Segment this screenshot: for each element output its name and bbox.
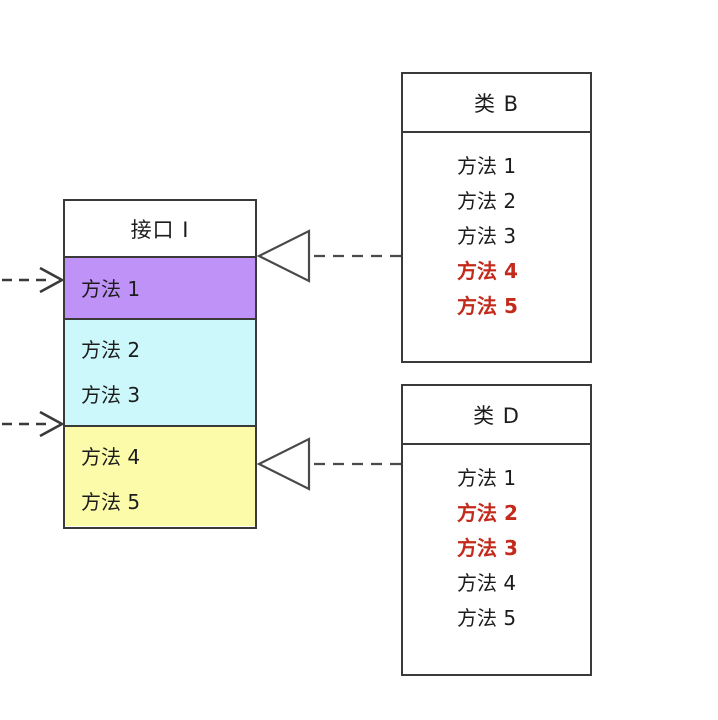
class-method: 方法 1 — [457, 466, 517, 490]
interface-section-yellow[interactable]: 方法 4 方法 5 — [65, 427, 255, 526]
class-box-d[interactable]: 类 D 方法 1 方法 2 方法 3 方法 4 方法 5 — [401, 384, 592, 676]
class-method: 方法 4 — [457, 571, 517, 595]
hollow-triangle-icon — [256, 437, 311, 491]
class-method: 方法 5 — [457, 606, 517, 630]
interface-section-purple[interactable]: 方法 1 — [65, 258, 255, 320]
class-method-highlighted: 方法 4 — [457, 259, 518, 283]
class-method-highlighted: 方法 3 — [457, 536, 518, 560]
realization-arrow-class-d — [256, 437, 401, 491]
class-method-highlighted: 方法 5 — [457, 294, 518, 318]
interface-box[interactable]: 接口 I 方法 1 方法 2 方法 3 方法 4 方法 5 — [63, 199, 257, 529]
class-method: 方法 2 — [457, 189, 517, 213]
class-name-b: 类 B — [403, 74, 590, 133]
interface-method: 方法 1 — [81, 277, 141, 301]
open-arrowhead-icon — [39, 266, 65, 294]
realization-arrow-class-b — [256, 229, 401, 283]
interface-section-cyan[interactable]: 方法 2 方法 3 — [65, 320, 255, 427]
hollow-triangle-icon — [256, 229, 311, 283]
class-b-method-list: 方法 1 方法 2 方法 3 方法 4 方法 5 — [403, 133, 590, 334]
class-method: 方法 3 — [457, 224, 517, 248]
dependency-arrow-lower — [2, 410, 65, 438]
class-box-b[interactable]: 类 B 方法 1 方法 2 方法 3 方法 4 方法 5 — [401, 72, 592, 363]
class-d-method-list: 方法 1 方法 2 方法 3 方法 4 方法 5 — [403, 445, 590, 646]
interface-method: 方法 3 — [81, 383, 141, 407]
interface-name: 接口 I — [65, 201, 255, 258]
class-method-highlighted: 方法 2 — [457, 501, 518, 525]
interface-method: 方法 4 — [81, 445, 141, 469]
interface-method: 方法 5 — [81, 490, 141, 514]
class-name-d: 类 D — [403, 386, 590, 445]
interface-method: 方法 2 — [81, 338, 141, 362]
dependency-arrow-upper — [2, 266, 65, 294]
open-arrowhead-icon — [39, 410, 65, 438]
class-method: 方法 1 — [457, 154, 517, 178]
